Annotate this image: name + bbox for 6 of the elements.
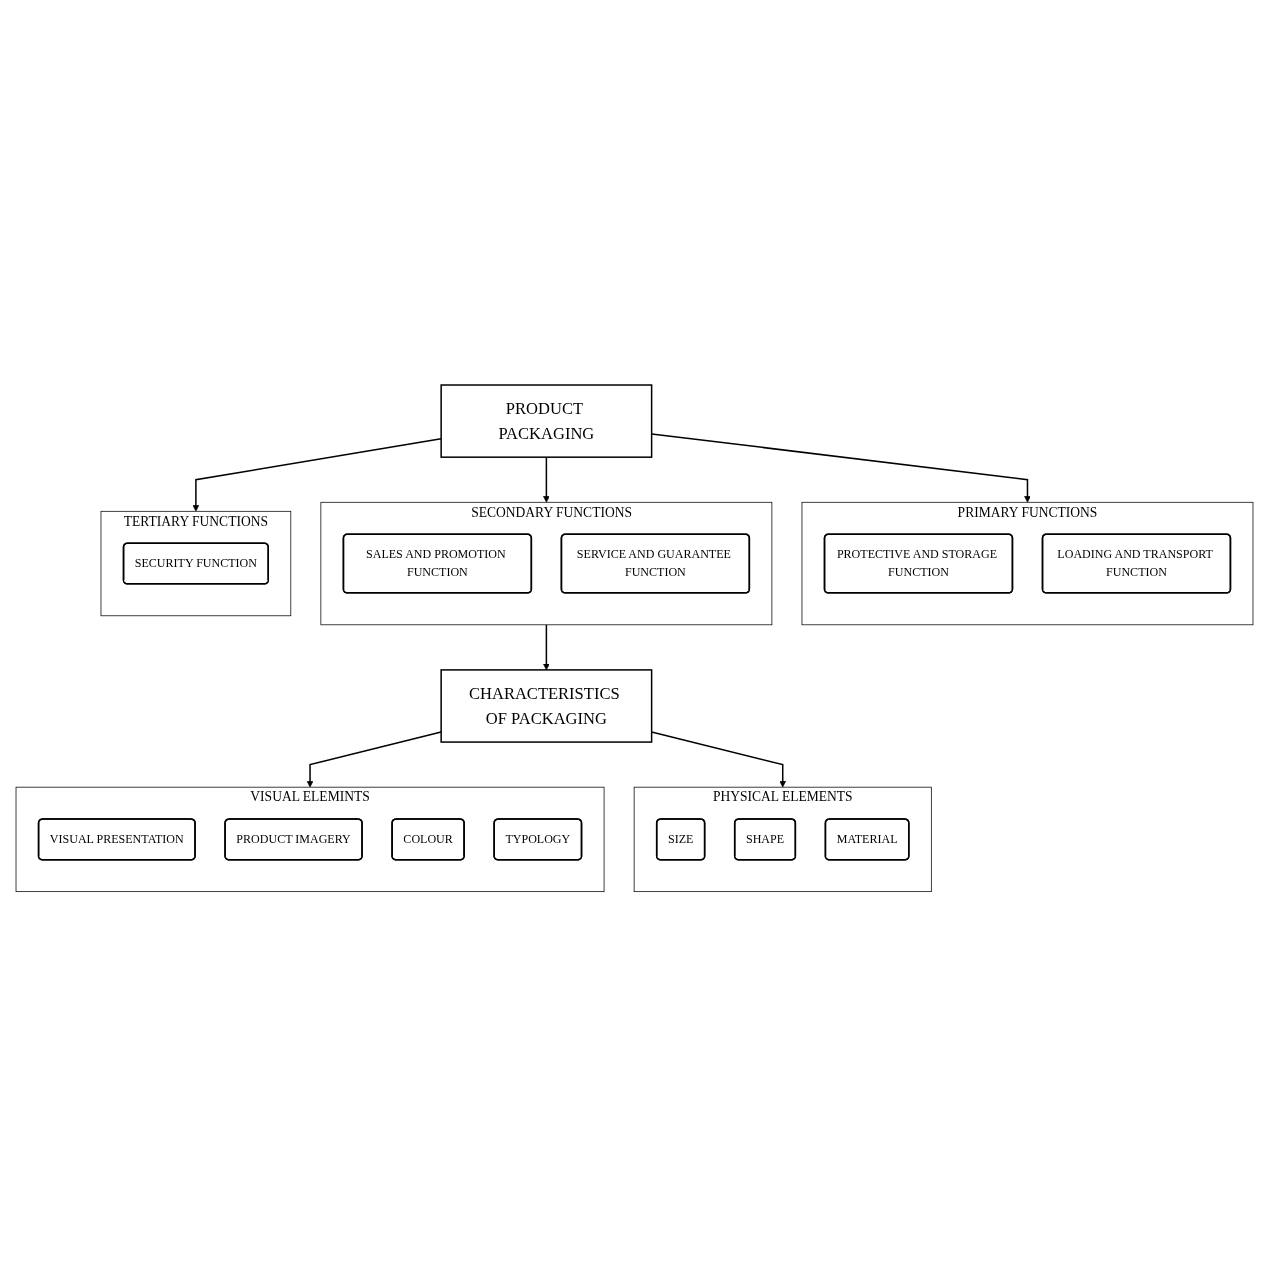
- node-box: CHARACTERISTICS OF PACKAGING: [440, 669, 653, 743]
- arrow: [306, 731, 442, 788]
- node-box: PRODUCT PACKAGING: [440, 384, 653, 459]
- arrow: [192, 438, 442, 512]
- arrow: [543, 456, 550, 503]
- arrow: [543, 624, 550, 671]
